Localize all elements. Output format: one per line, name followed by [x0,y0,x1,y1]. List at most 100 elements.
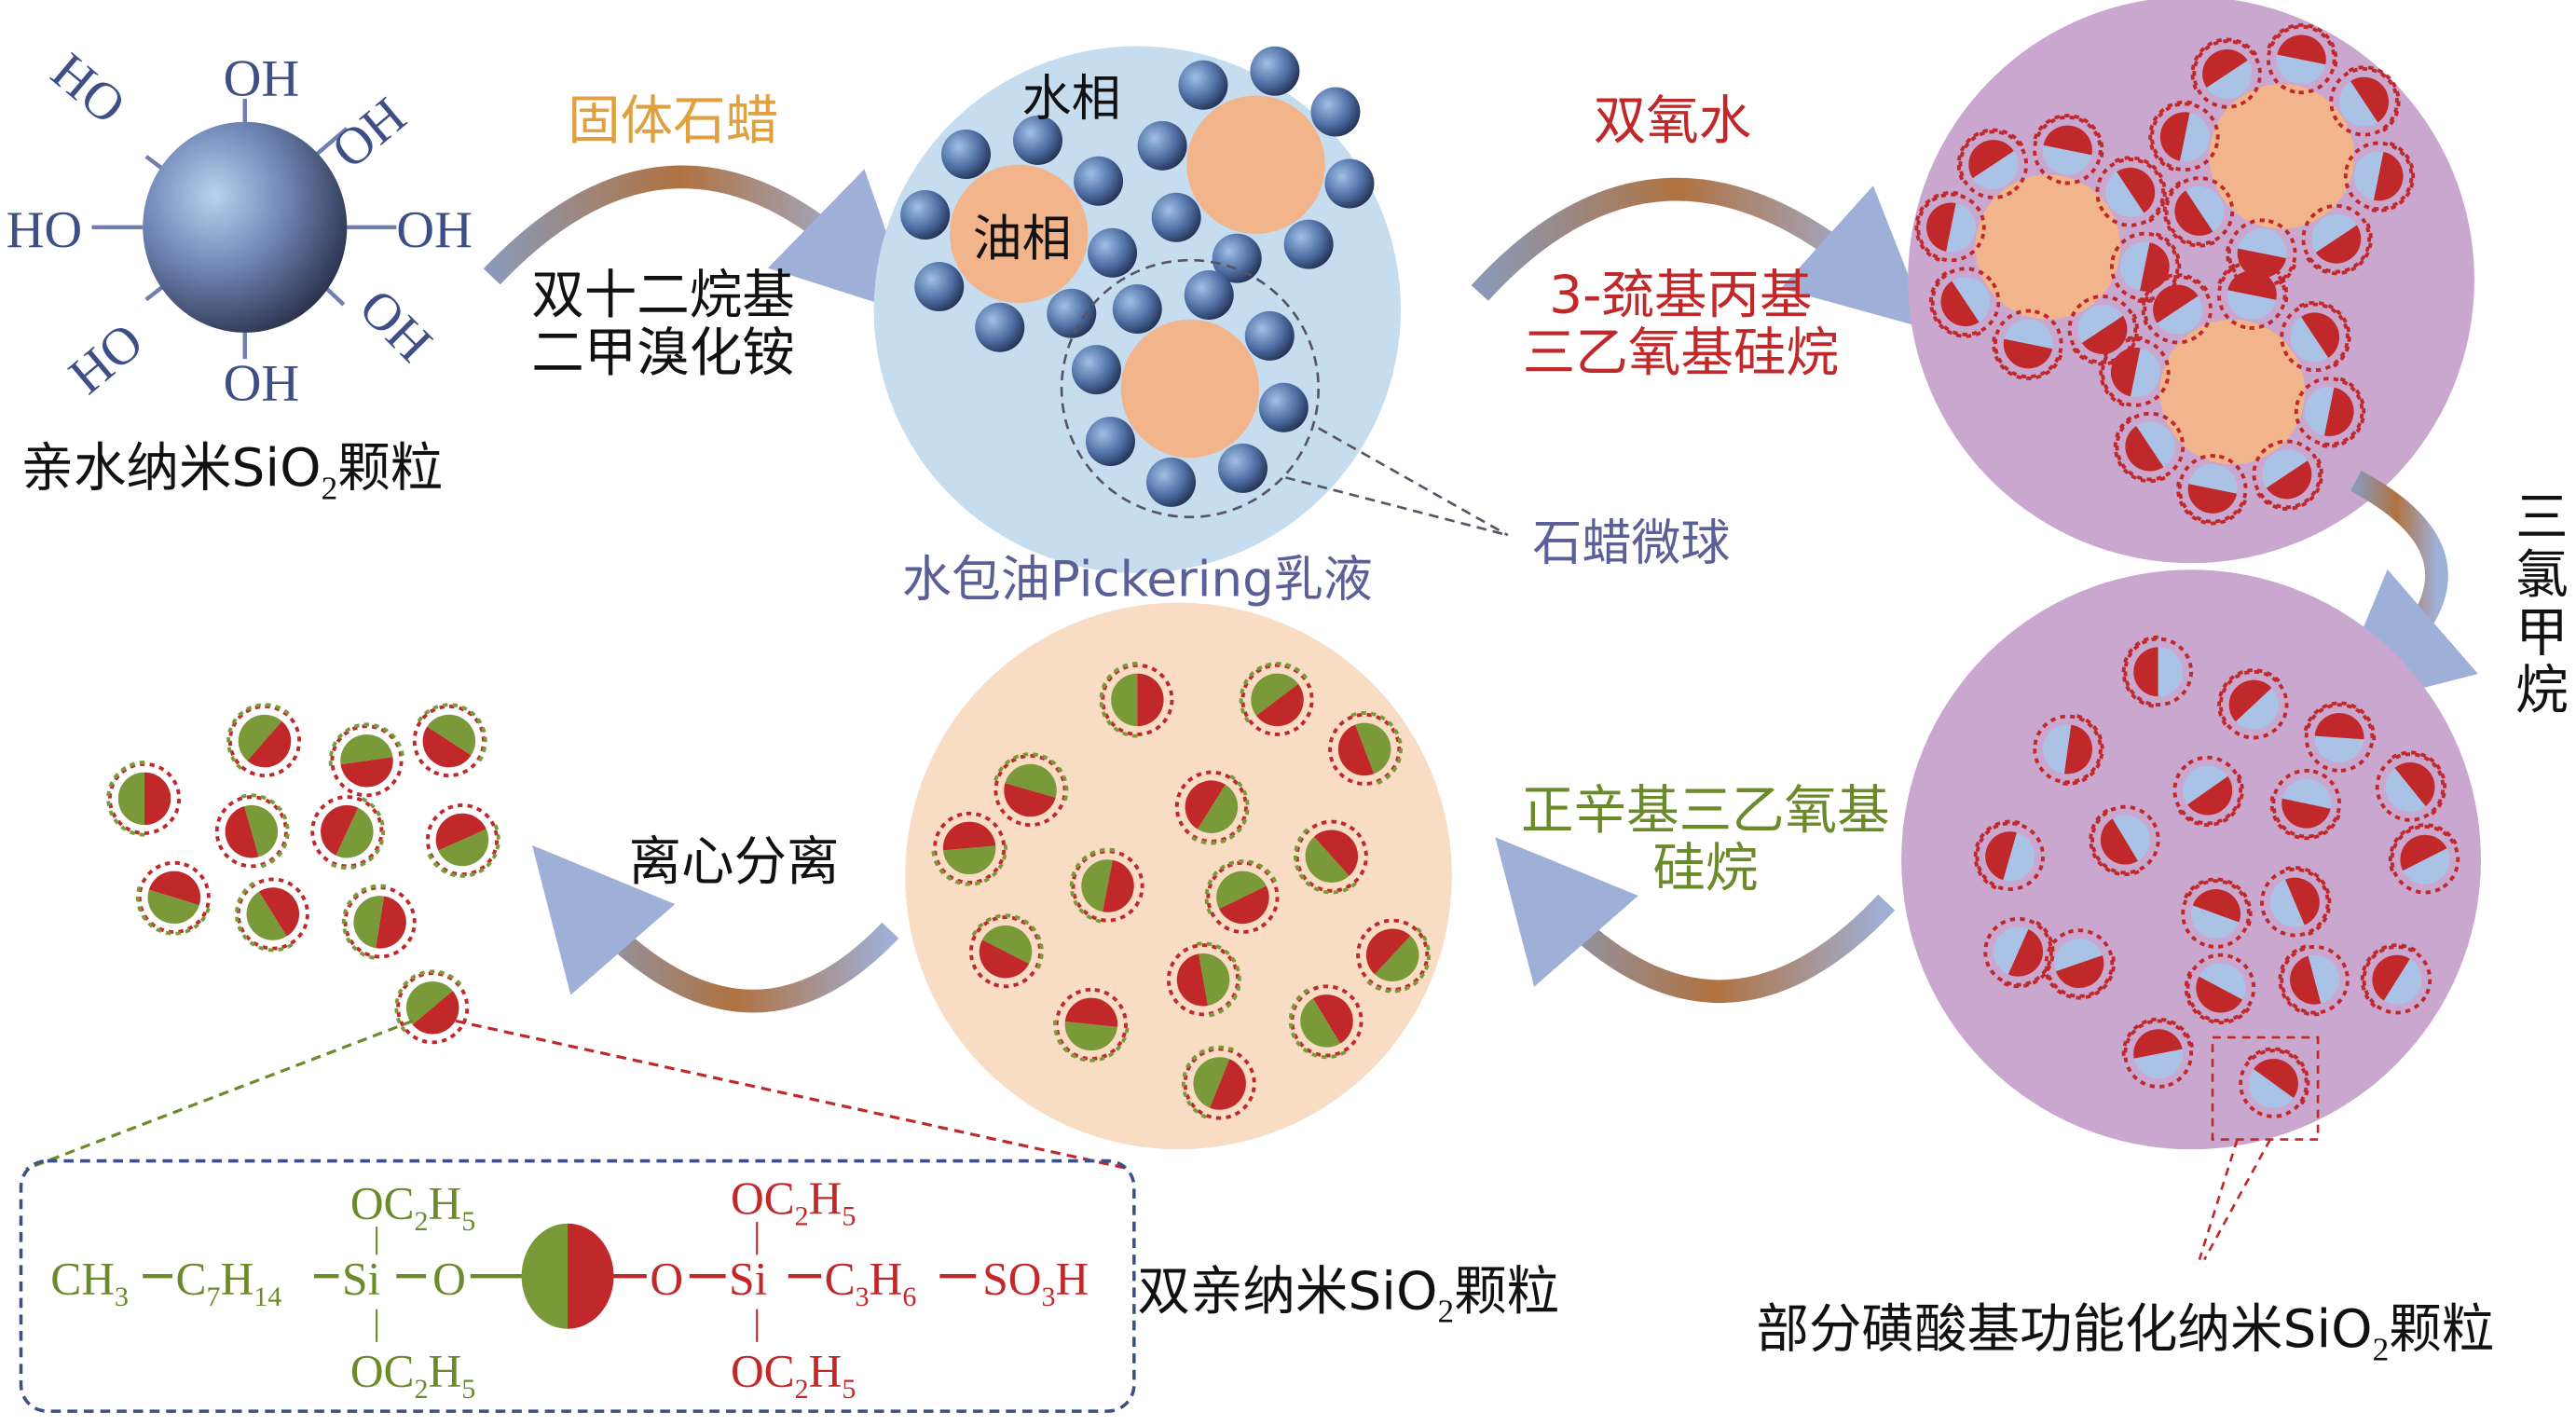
formula-oc2h5: OC2H5 [350,1346,475,1405]
janus-particle [2184,953,2256,1025]
sio2-ball [1012,115,1062,165]
particle-callout-lines [2198,1138,2272,1261]
partially-sulfonated-caption: 部分磺酸基功能化纳米SiO2颗粒 [1756,1299,2494,1367]
janus-particle [2044,928,2116,1000]
formula-c7h14: C7H14 [176,1254,282,1312]
janus-particle [2303,701,2377,773]
sio2-ball [1137,120,1187,171]
oil-phase-label: 油相 [973,211,1072,267]
sio2-ball [1047,288,1097,338]
functionalized-droplet [2099,258,2366,526]
janus-particle [214,793,290,869]
janus-particle [2217,668,2289,740]
janus-particle [412,703,487,778]
janus-particle [1053,987,1130,1063]
janus-particle [2181,877,2253,949]
functionalized-droplet [1914,114,2182,380]
sio2-ball [1258,382,1309,432]
janus-particle [328,722,404,798]
sio2-ball [1178,60,1228,110]
sio2-ball [1088,227,1138,278]
janus-particle [2375,750,2447,822]
ddab-label-1: 双十二烷基 [531,266,795,326]
janus-particle [2360,943,2432,1015]
formula-oc2h5: OC2H5 [731,1172,856,1231]
centrifugation-label: 离心分离 [628,831,839,892]
octyltriethoxysilane-label-2: 硅烷 [1652,839,1758,899]
formula-core-particle [521,1223,614,1329]
formula-o-left: O [432,1254,466,1305]
chloroform-char: 甲 [2515,605,2569,663]
hydrophilic-caption: 亲水纳米SiO2颗粒 [21,438,443,506]
sio2-ball [900,190,951,240]
janus-particle [341,884,417,960]
oh-label: OH [224,354,300,412]
sio2-ball [1071,345,1121,395]
janus-particle [1973,819,2045,892]
sio2-ball [1244,310,1295,361]
ho-label: HO [59,312,154,405]
sio2-ball [1310,87,1361,137]
oh-label: OH [348,279,443,374]
sio2-ball [1151,192,1201,242]
formula-box [19,1159,1136,1413]
formula-oc2h5: OC2H5 [350,1177,475,1236]
janus-particle [394,969,471,1046]
janus-particle [931,811,1007,886]
oil-droplet [900,115,1138,352]
janus-particle [106,761,182,837]
formula-si-left: Si [342,1254,380,1305]
janus-particle [2089,804,2160,877]
arrow-step3 [2328,470,2478,713]
ddab-label-2: 二甲溴化铵 [531,323,795,384]
formula-c3h6: C3H6 [825,1254,917,1312]
sio2-ball [941,129,992,179]
sio2-ball [1184,270,1234,321]
amphiphilic-caption: 双亲纳米SiO2颗粒 [1137,1262,1559,1330]
mptes-label-2: 三乙氧基硅烷 [1523,323,1839,384]
oil-droplet [1137,46,1375,283]
formula-ch3: CH3 [50,1254,129,1312]
chloroform-label: 三 氯 甲 烷 [2515,489,2569,720]
hydrophilic-sio2-particle: OH OH HO OH HO OH HO OH 亲水纳米SiO2颗粒 [7,43,473,507]
arrow-step5 [531,844,899,1013]
mptes-label-1: 3-巯基丙基 [1549,266,1812,326]
janus-particle [2095,156,2167,227]
sio2-ball [975,302,1025,352]
formula-oc2h5: OC2H5 [731,1346,856,1405]
sio2-ball [1085,417,1135,467]
sio2-ball [1212,233,1262,283]
janus-particle [1956,128,2029,199]
sio2-ball [1112,284,1162,335]
janus-particle [1355,917,1431,994]
oh-label: OH [322,87,417,180]
janus-particle [1983,916,2055,989]
amphiphilic-formula: CH3 C7H14 Si O OC2H5 OC2H5 O Si C3H6 SO3… [50,1172,1089,1405]
ho-label: HO [40,43,135,136]
chloroform-char: 三 [2515,489,2569,547]
sio2-ball [1074,156,1124,206]
janus-particle [1174,770,1250,845]
water-phase-label: 水相 [1022,71,1121,128]
solid-paraffin-label: 固体石蜡 [568,90,778,151]
janus-particle [1239,662,1315,737]
janus-particle [2239,1047,2310,1118]
sio2-ball [1146,457,1197,507]
particle-highlight-box [2211,1035,2320,1141]
sio2-ball [1283,219,1334,269]
janus-particle [235,877,309,953]
janus-particle [1288,984,1363,1060]
arrow-step2 [1471,177,1930,330]
janus-particle [968,913,1044,989]
janus-particle [425,802,500,878]
janus-particle [2032,114,2104,185]
formula-si-right: Si [729,1254,767,1305]
janus-particle [136,860,211,936]
callout-lines [1285,427,1509,537]
zoom-line-green [25,1019,414,1171]
janus-particle [2388,823,2460,895]
oh-label: OH [396,201,473,259]
formula-o-right: O [650,1254,683,1305]
chloroform-char: 氯 [2515,547,2569,605]
